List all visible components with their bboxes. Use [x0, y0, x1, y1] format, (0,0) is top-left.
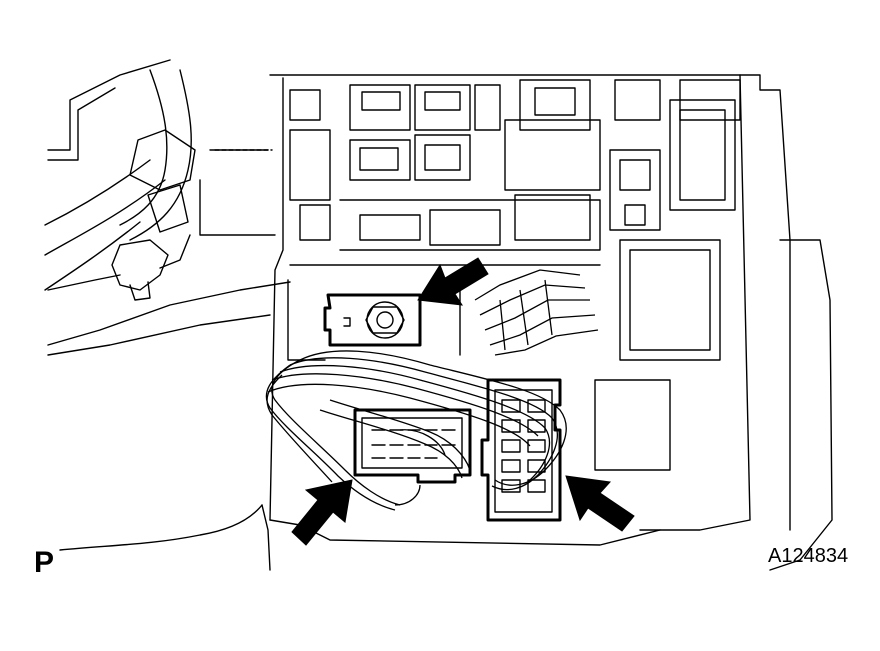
arrow-to-left-connector [291, 479, 353, 546]
wire-harness [44, 69, 273, 301]
junction-block-housing [269, 74, 833, 571]
upper-fuse-cells [287, 79, 741, 471]
center-wire-bundle [474, 269, 599, 356]
illustration-code-label: A124834 [768, 545, 849, 567]
view-marker-label: P [34, 546, 55, 579]
left-connector [353, 408, 472, 484]
pointer-arrows [291, 257, 635, 546]
lower-body-outline [59, 504, 271, 571]
looped-wires [265, 350, 567, 511]
bolt-terminal [323, 293, 422, 347]
left-body-panel [47, 59, 291, 356]
arrow-to-bolt-terminal [417, 257, 489, 306]
right-connector [480, 378, 562, 522]
arrow-to-right-connector [565, 475, 635, 532]
